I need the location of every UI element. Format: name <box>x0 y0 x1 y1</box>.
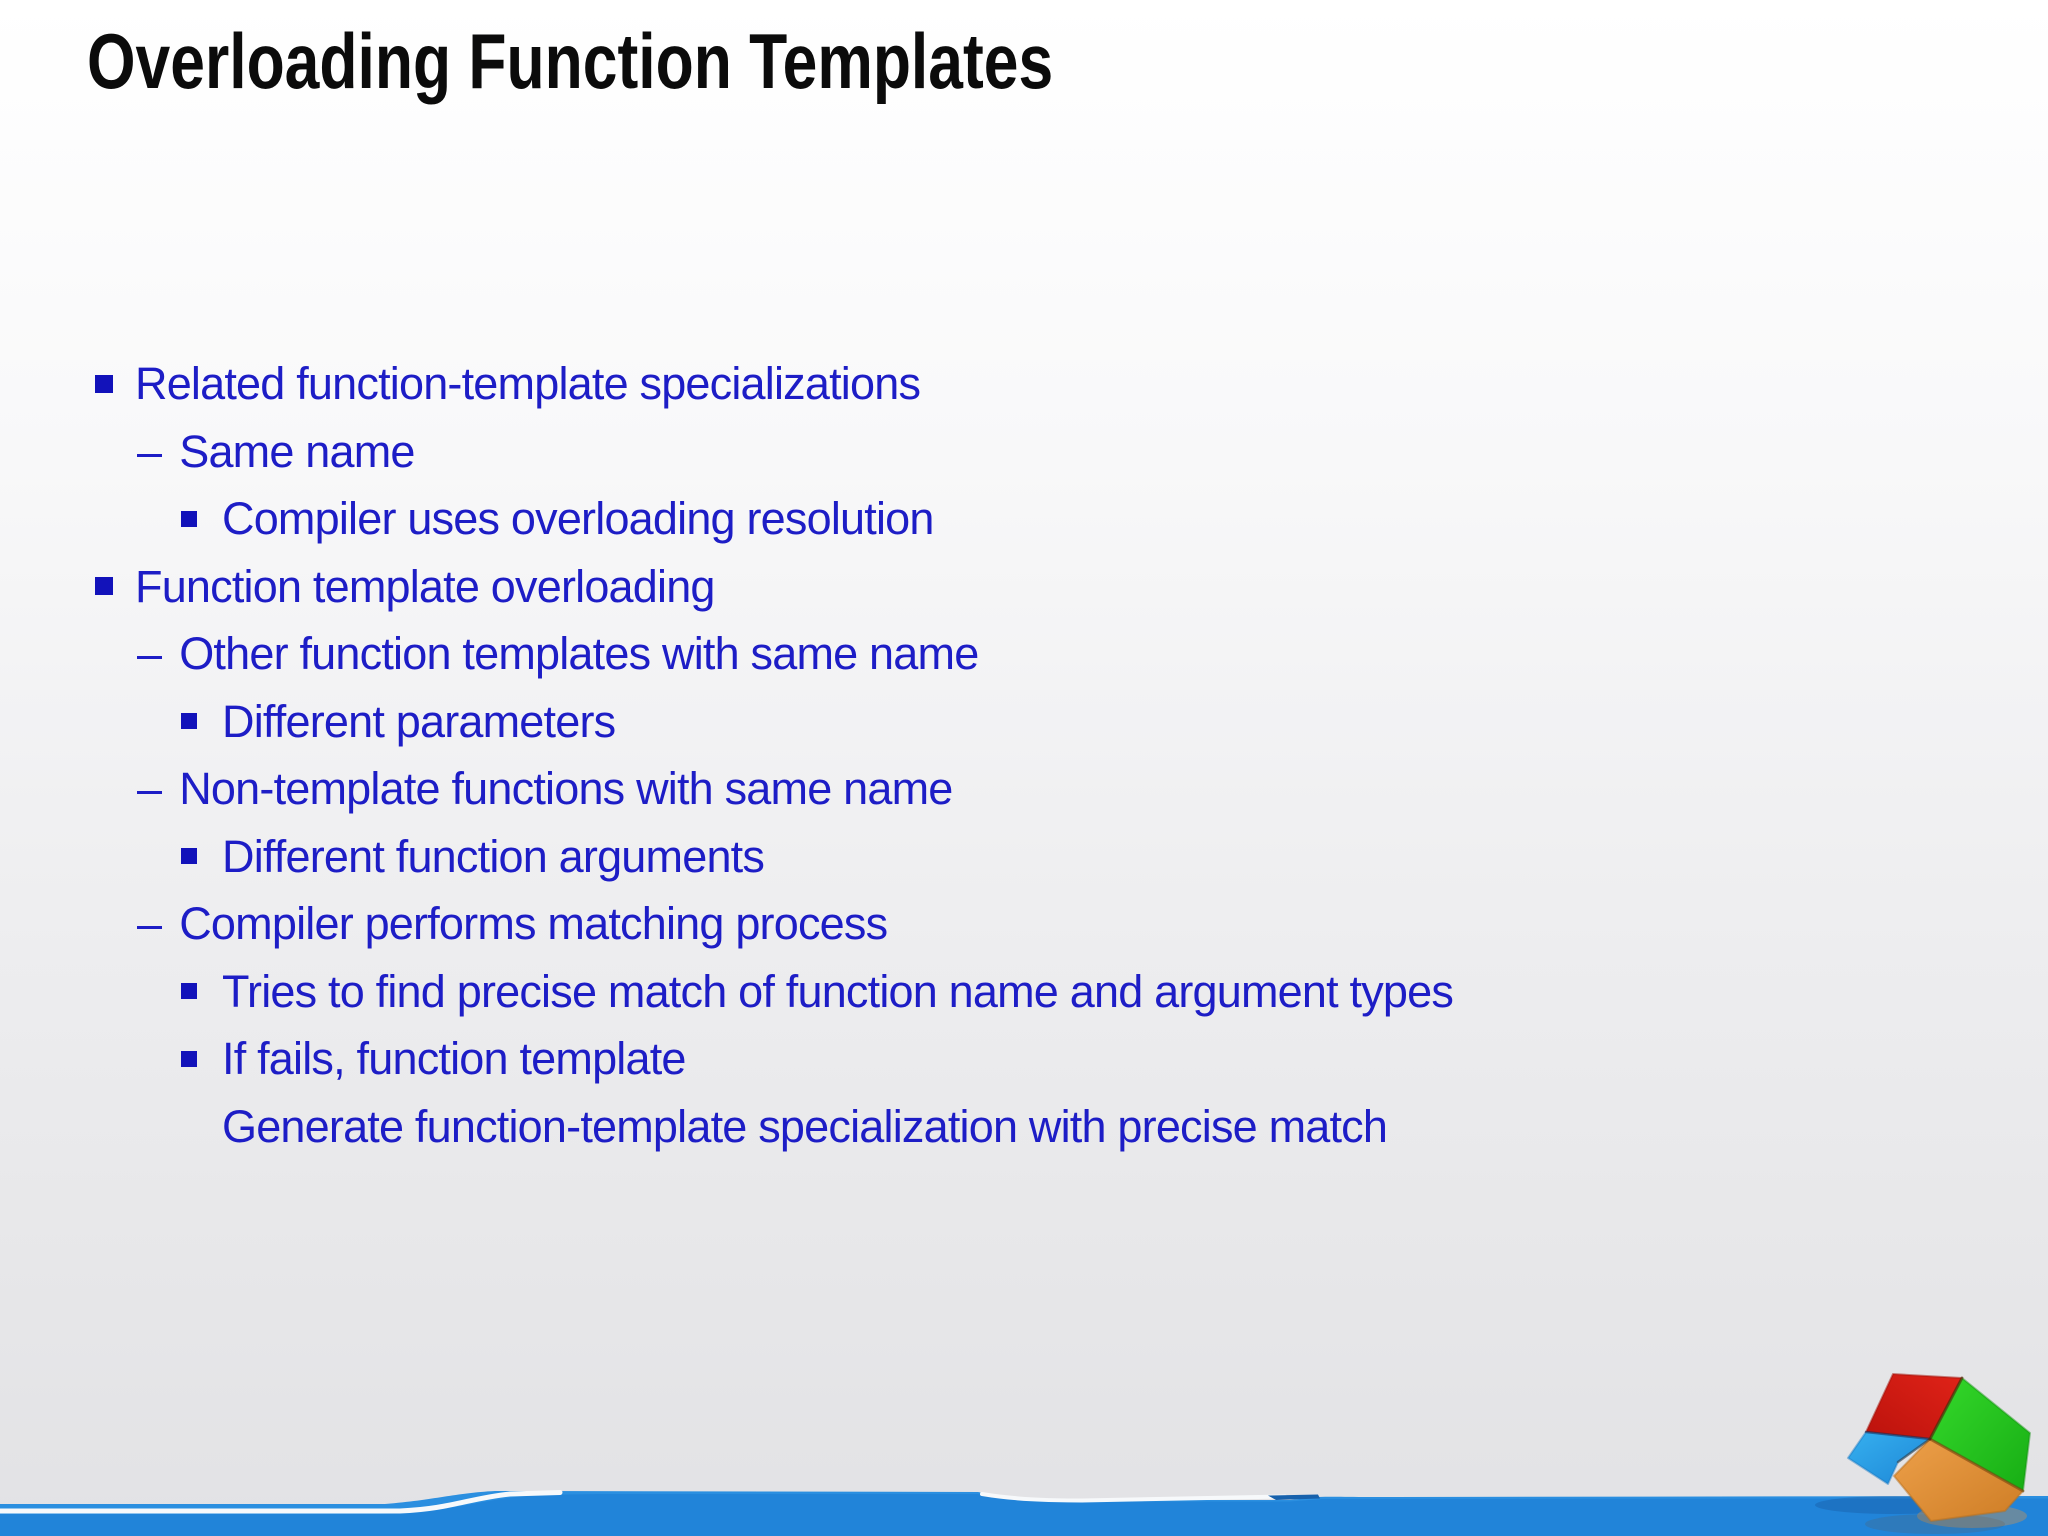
list-item-text: Other function templates with same name <box>179 628 979 680</box>
cube-face-orange <box>1893 1438 2024 1522</box>
list-item: Different parameters <box>0 688 2048 756</box>
square-bullet-icon <box>181 848 197 865</box>
bar-front-band <box>0 1494 2048 1536</box>
list-item: –Same name <box>0 418 2048 486</box>
bar-navy-sliver <box>1268 1494 1320 1500</box>
square-bullet-icon <box>181 983 197 1000</box>
list-item-text: Compiler uses overloading resolution <box>222 493 934 545</box>
list-item: –Other function templates with same name <box>0 620 2048 688</box>
bottom-bar <box>0 1490 2048 1536</box>
square-bullet-icon <box>181 1050 197 1067</box>
list-item-text: Related function-template specialization… <box>135 358 921 410</box>
dash-bullet-icon: – <box>137 898 162 950</box>
bar-highlight-line <box>0 1490 563 1514</box>
list-item: Different function arguments <box>0 823 2048 891</box>
cube-seam <box>1928 1437 2025 1493</box>
list-item-text: Tries to find precise match of function … <box>222 965 1454 1017</box>
dash-bullet-icon: – <box>137 425 162 477</box>
list-item: Related function-template specialization… <box>0 350 2048 418</box>
bullet-list: Related function-template specialization… <box>0 350 2048 1160</box>
cube-seam <box>1864 1430 1932 1441</box>
list-item-text: If fails, function template <box>222 1033 686 1085</box>
list-item-text: Generate function-template specializatio… <box>222 1100 1388 1152</box>
square-bullet-icon <box>95 577 113 596</box>
list-item-text: Different parameters <box>222 695 616 747</box>
dash-bullet-icon: – <box>137 628 162 680</box>
cube-seam <box>1896 1437 1932 1464</box>
slide-title: Overloading Function Templates <box>87 17 1054 105</box>
list-item: Tries to find precise match of function … <box>0 958 2048 1026</box>
list-item-text: Non-template functions with same name <box>179 763 953 815</box>
list-item: If fails, function template <box>0 1025 2048 1093</box>
cube-seam <box>1928 1376 1964 1441</box>
square-bullet-icon <box>181 713 197 730</box>
bar-mid-highlight <box>980 1492 1287 1503</box>
list-item: Generate function-template specializatio… <box>0 1093 2048 1161</box>
square-bullet-icon <box>181 510 197 527</box>
list-item: Function template overloading <box>0 553 2048 621</box>
list-item-text: Different function arguments <box>222 830 765 882</box>
cube-shadow-lower <box>1865 1514 2005 1534</box>
cube-logo <box>1847 1373 2031 1522</box>
dash-bullet-icon: – <box>137 763 162 815</box>
square-bullet-icon <box>95 374 113 393</box>
list-item-text: Compiler performs matching process <box>179 898 888 950</box>
list-item-text: Same name <box>179 425 415 477</box>
list-item: –Compiler performs matching process <box>0 890 2048 958</box>
list-item-text: Function template overloading <box>135 560 715 612</box>
list-item: –Non-template functions with same name <box>0 755 2048 823</box>
cube-face-blue <box>1847 1431 1931 1485</box>
list-item: Compiler uses overloading resolution <box>0 485 2048 553</box>
